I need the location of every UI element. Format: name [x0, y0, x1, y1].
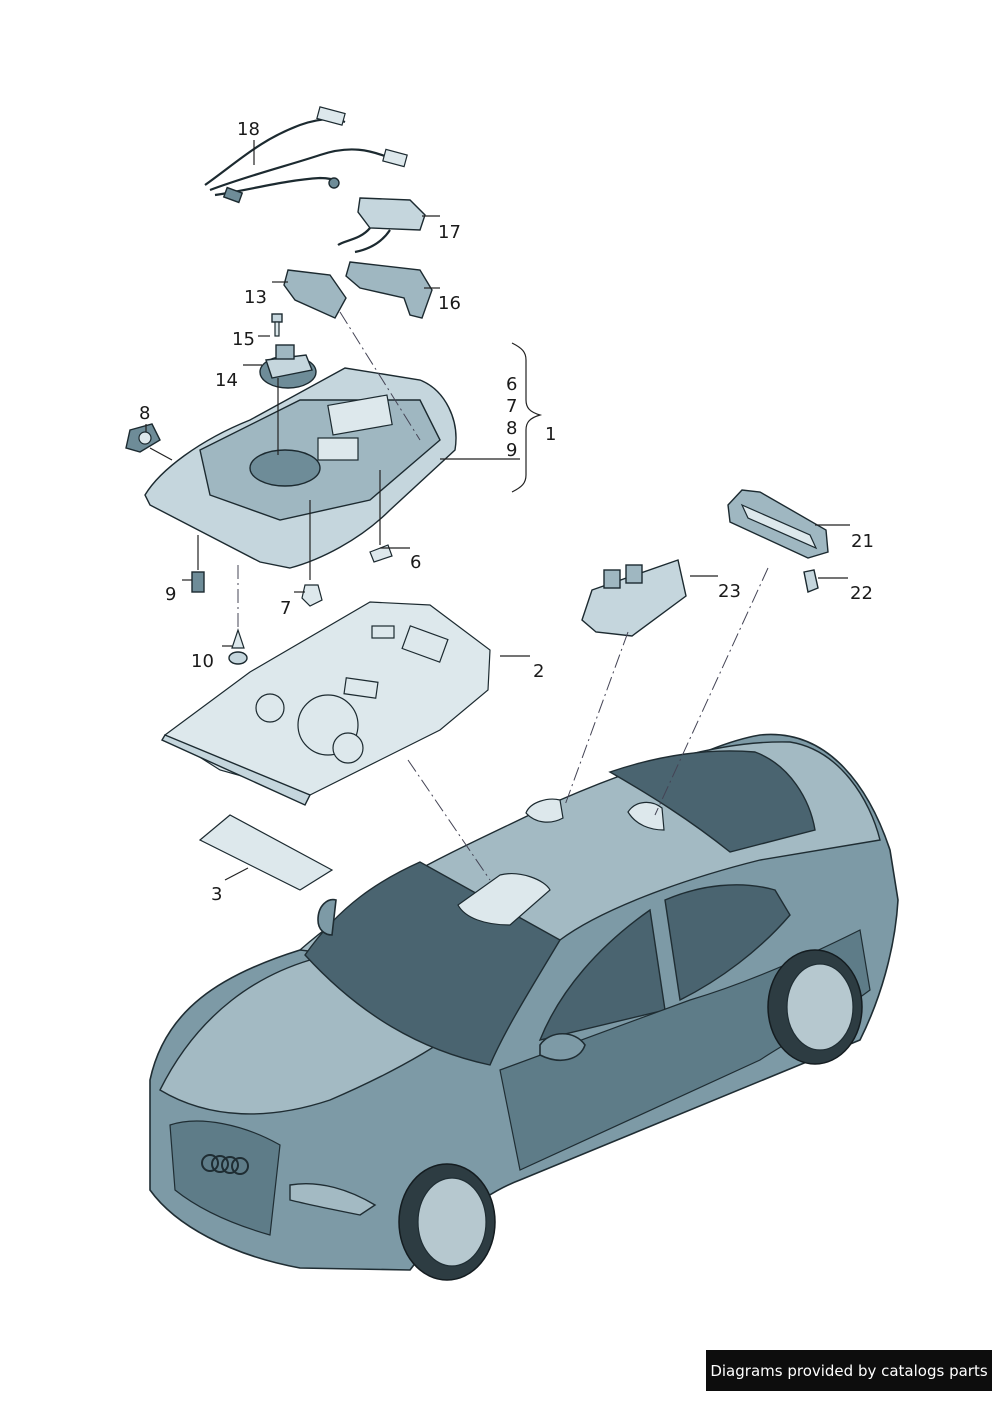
bulb-22 [803, 569, 819, 593]
bulb-6 [369, 544, 393, 563]
car-illustration [149, 733, 899, 1281]
callout-17: 17 [438, 222, 461, 243]
trim-cover-2 [160, 601, 491, 806]
switch-13 [283, 269, 347, 319]
callout-16: 16 [438, 293, 461, 314]
dash-lines [237, 311, 769, 881]
screw-15 [271, 313, 283, 337]
leader-lines [145, 140, 850, 881]
callout-7: 7 [280, 598, 291, 619]
callout-labels: 18 17 13 16 15 14 6 7 8 8 1 9 21 6 23 9 … [139, 119, 874, 905]
callout-8: 8 [139, 403, 150, 424]
callout-6-list: 6 [506, 374, 517, 395]
audi-rings-logo [201, 1154, 249, 1175]
callout-14: 14 [215, 370, 238, 391]
lamp-21 [727, 489, 829, 559]
mount-8 [125, 423, 161, 453]
callout-10: 10 [191, 651, 214, 672]
callout-22: 22 [850, 583, 873, 604]
callout-23: 23 [718, 581, 741, 602]
wiring-harness [204, 106, 408, 204]
motor-14 [259, 344, 317, 389]
rivet-10 [228, 628, 248, 665]
socket-7 [301, 584, 323, 607]
callout-7-list: 7 [506, 396, 517, 417]
callout-21: 21 [851, 531, 874, 552]
callout-2: 2 [533, 661, 544, 682]
callout-3: 3 [211, 884, 222, 905]
cover-plate-3 [198, 814, 334, 891]
lamp-23 [581, 559, 687, 637]
callout-1: 1 [545, 424, 556, 445]
control-module-17 [337, 197, 426, 254]
callout-18: 18 [237, 119, 260, 140]
callout-9-list: 9 [506, 440, 517, 461]
callout-6: 6 [410, 552, 421, 573]
callout-9: 9 [165, 584, 176, 605]
callout-13: 13 [244, 287, 267, 308]
roof-console-housing [144, 367, 457, 569]
callout-15: 15 [232, 329, 255, 350]
bracket-16 [345, 261, 433, 319]
clip-9 [191, 571, 205, 593]
footer-credit: Diagrams provided by catalogs parts [706, 1350, 992, 1391]
callout-8-list: 8 [506, 418, 517, 439]
